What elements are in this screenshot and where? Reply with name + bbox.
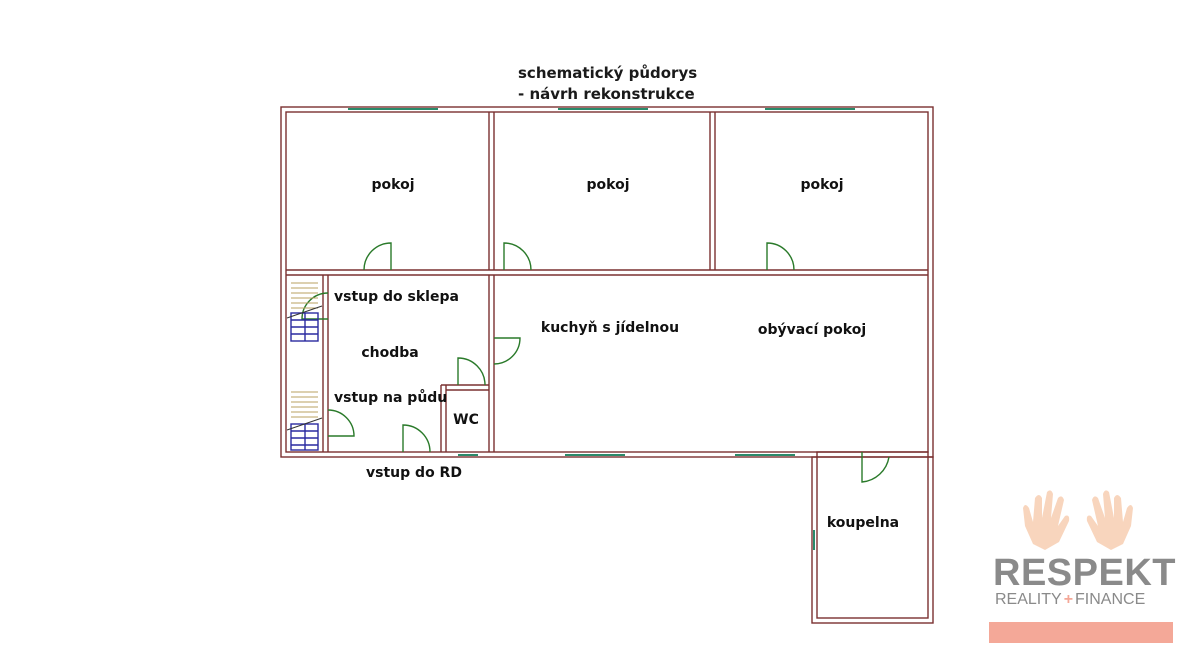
stairs-cellar-cut: [286, 305, 323, 319]
walls: [280, 106, 934, 624]
room-label-wc: WC: [453, 412, 479, 428]
door-kitchen: [493, 337, 521, 365]
room-label-pokoj-3: pokoj: [800, 177, 844, 193]
stairs-cellar: [286, 282, 323, 342]
plan-title: schematický půdorys: [518, 64, 698, 82]
annotation-vstup-do-rd: vstup do RD: [366, 465, 462, 481]
respekt-logo: RESPEKT REALITY+FINANCE: [985, 486, 1175, 646]
left-hand: [1023, 490, 1070, 550]
door-room2: [503, 242, 532, 271]
door-wc: [457, 357, 486, 386]
outer-wall-inner: [285, 111, 929, 453]
room-label-pokoj-2: pokoj: [586, 177, 630, 193]
doors: [301, 242, 890, 483]
annotation-vstup-na-pudu: vstup na půdu: [334, 390, 448, 406]
logo-plus-icon: +: [1063, 591, 1074, 608]
bathroom-outer-wall: [811, 456, 934, 624]
room-label-kuchyn: kuchyň s jídelnou: [540, 320, 680, 336]
logo-brand-text: RESPEKT: [993, 552, 1176, 594]
room-label-pokoj-1: pokoj: [371, 177, 415, 193]
stairs-attic-steps: [291, 424, 318, 450]
logo-tagline: REALITY+FINANCE: [995, 591, 1145, 609]
room-label-koupelna: koupelna: [826, 515, 900, 531]
door-room3: [766, 242, 795, 271]
logo-tagline-finance: FINANCE: [1075, 591, 1146, 608]
door-room1: [363, 242, 392, 271]
logo-tagline-reality: REALITY: [995, 591, 1062, 608]
annotation-vstup-do-sklepa: vstup do sklepa: [334, 289, 459, 305]
room-label-chodba: chodba: [361, 345, 419, 361]
stairs-attic-upper: [291, 391, 318, 418]
door-cellar: [301, 292, 329, 320]
right-hand: [1086, 490, 1133, 550]
door-entrance: [402, 424, 431, 453]
door-bathroom: [861, 452, 890, 483]
hands-icon: [1023, 490, 1133, 550]
outer-wall: [280, 106, 934, 458]
hands-shape: [1023, 490, 1133, 550]
bathroom-inner-wall: [816, 451, 929, 619]
logo-bar: [989, 622, 1173, 643]
door-attic: [327, 409, 355, 437]
room-label-obyvaci: obývací pokoj: [757, 322, 867, 338]
stairs-cellar-steps: [291, 313, 318, 341]
plan-subtitle: - návrh rekonstrukce: [518, 85, 695, 103]
stairs-cellar-upper: [291, 282, 318, 309]
stairs-attic-cut: [286, 417, 323, 431]
stairs-attic: [286, 391, 323, 451]
windows: [348, 108, 855, 550]
